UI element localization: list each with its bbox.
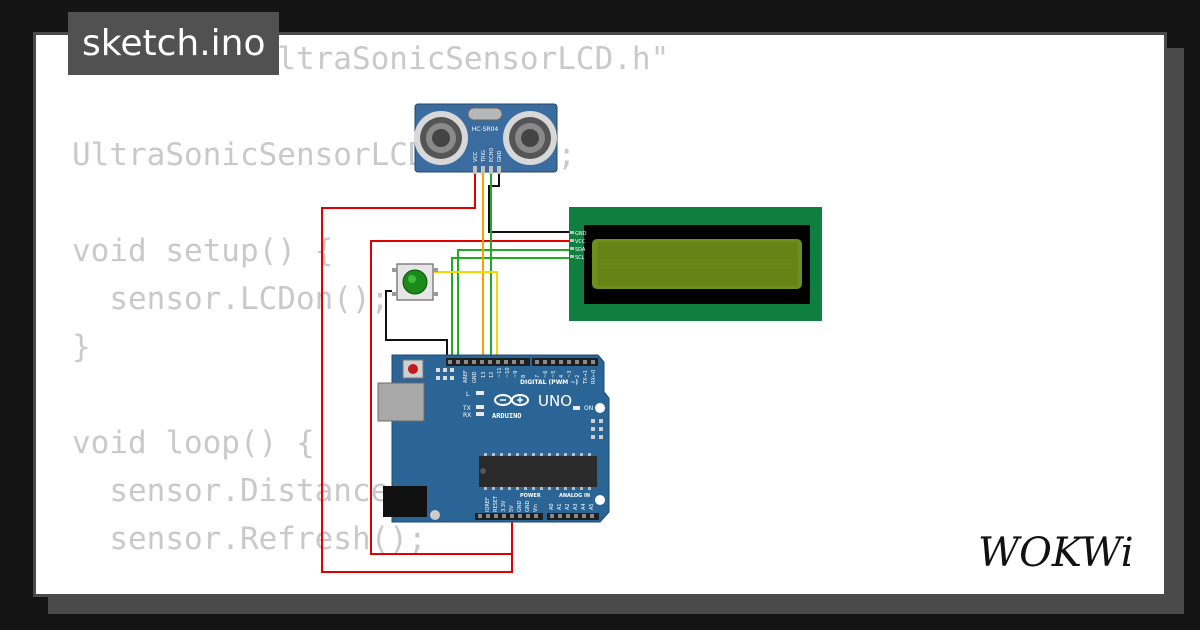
push-button[interactable]: [392, 263, 438, 301]
digital-pin-label: 8: [521, 375, 527, 378]
power-pin-label: 5V: [509, 505, 515, 512]
arduino-logo: [494, 394, 529, 406]
power-header: [475, 513, 599, 520]
file-name-tab[interactable]: sketch.ino: [68, 12, 280, 75]
code-line: sensor.LCDon();: [72, 281, 390, 317]
sensor-pins: [473, 166, 501, 174]
sensor-pin-label: GND: [497, 150, 503, 162]
wire-black: [488, 172, 575, 233]
gnd-label: GND: [472, 371, 478, 383]
wokwi-logo: WOKWi: [978, 530, 1134, 574]
led-label: RX: [463, 412, 471, 419]
lcd-pin-label: GND: [575, 231, 587, 237]
digital-pin-label: ~11: [497, 367, 503, 378]
ultrasonic-sensor[interactable]: HC-SR04 VCC TRIG ECHO GND: [414, 103, 558, 174]
digital-pin-label: ~10: [505, 367, 511, 378]
sensor-pin-label: TRIG: [481, 150, 487, 163]
board-brand-label: ARDUINO: [492, 412, 522, 420]
code-line: }: [72, 329, 91, 365]
sensor-model-label: HC-SR04: [472, 126, 499, 133]
digital-pin-label: 7: [535, 375, 541, 378]
power-pin-label: IOREF: [485, 497, 491, 512]
arduino-uno-board[interactable]: AREF GND 13 12 ~11 ~10 ~9 8 7 ~6 ~5 4 ~3…: [377, 354, 610, 523]
lcd-character-cells: [597, 242, 798, 286]
wire-black: [385, 290, 448, 362]
sensor-pin-label: ECHO: [489, 148, 495, 162]
analog-header-label: ANALOG IN: [559, 493, 590, 499]
wire-yellow: [434, 271, 498, 362]
power-jack: [383, 486, 427, 517]
power-pin-label: Vin: [533, 504, 539, 512]
code-preview: #include "UltraSonicSensorLCD.h"UltraSon…: [72, 35, 669, 563]
usb-port: [377, 382, 425, 422]
digital-pin-label: ~3: [567, 371, 573, 378]
analog-pin-label: A4: [581, 503, 587, 510]
digital-pin-label: 12: [489, 372, 495, 378]
digital-pin-label: RX←0: [591, 370, 597, 384]
digital-pin-label: 4: [559, 375, 565, 378]
wire-green: [457, 249, 575, 362]
code-line: void setup() {: [72, 233, 334, 269]
wire-red: [321, 172, 513, 573]
sensor-pin-label: VCC: [473, 151, 479, 162]
analog-pin-label: A3: [573, 503, 579, 510]
analog-pin-label: A2: [565, 503, 571, 510]
lcd-pins: [570, 231, 574, 258]
power-header-label: POWER: [520, 493, 541, 499]
digital-pin-label: 2: [575, 375, 581, 378]
wokwi-logo-text: WOKWi: [978, 530, 1134, 574]
wire-red: [370, 240, 575, 555]
power-pin-label: RESET: [493, 495, 499, 512]
sensor-transducer: [414, 111, 468, 165]
lcd-pin-label: VCC: [575, 239, 586, 245]
aref-label: AREF: [463, 370, 469, 383]
digital-pin-label: ~6: [543, 371, 549, 378]
power-pin-label: GND: [517, 500, 523, 512]
code-line: sensor.Refresh();: [72, 521, 427, 557]
power-pin-label: GND: [525, 500, 531, 512]
digital-pin-label: ~9: [513, 371, 519, 378]
digital-pin-label: ~5: [551, 371, 557, 378]
power-pin-label: 3.3V: [501, 500, 507, 512]
sensor-transducer: [503, 111, 557, 165]
digital-pin-label: 13: [481, 372, 487, 378]
code-line: void loop() {: [72, 425, 315, 461]
analog-pin-label: A1: [557, 503, 563, 510]
analog-pin-label: A0: [549, 503, 555, 510]
led-label: ON: [584, 405, 593, 412]
lcd-pin-label: SDA: [575, 247, 586, 253]
lcd-display[interactable]: GND VCC SDA SCL: [569, 207, 822, 321]
digital-header-label: DIGITAL (PWM ~): [520, 379, 578, 386]
led-label: TX: [462, 405, 471, 412]
analog-pin-label: A5: [589, 503, 595, 510]
wire-green: [451, 257, 575, 362]
digital-pin-label: TX→1: [583, 370, 589, 385]
microcontroller-chip: [479, 456, 597, 487]
lcd-pin-label: SCL: [575, 255, 585, 261]
board-model-label: UNO: [538, 392, 572, 410]
wires: [321, 172, 575, 573]
led-label: L: [466, 391, 470, 398]
